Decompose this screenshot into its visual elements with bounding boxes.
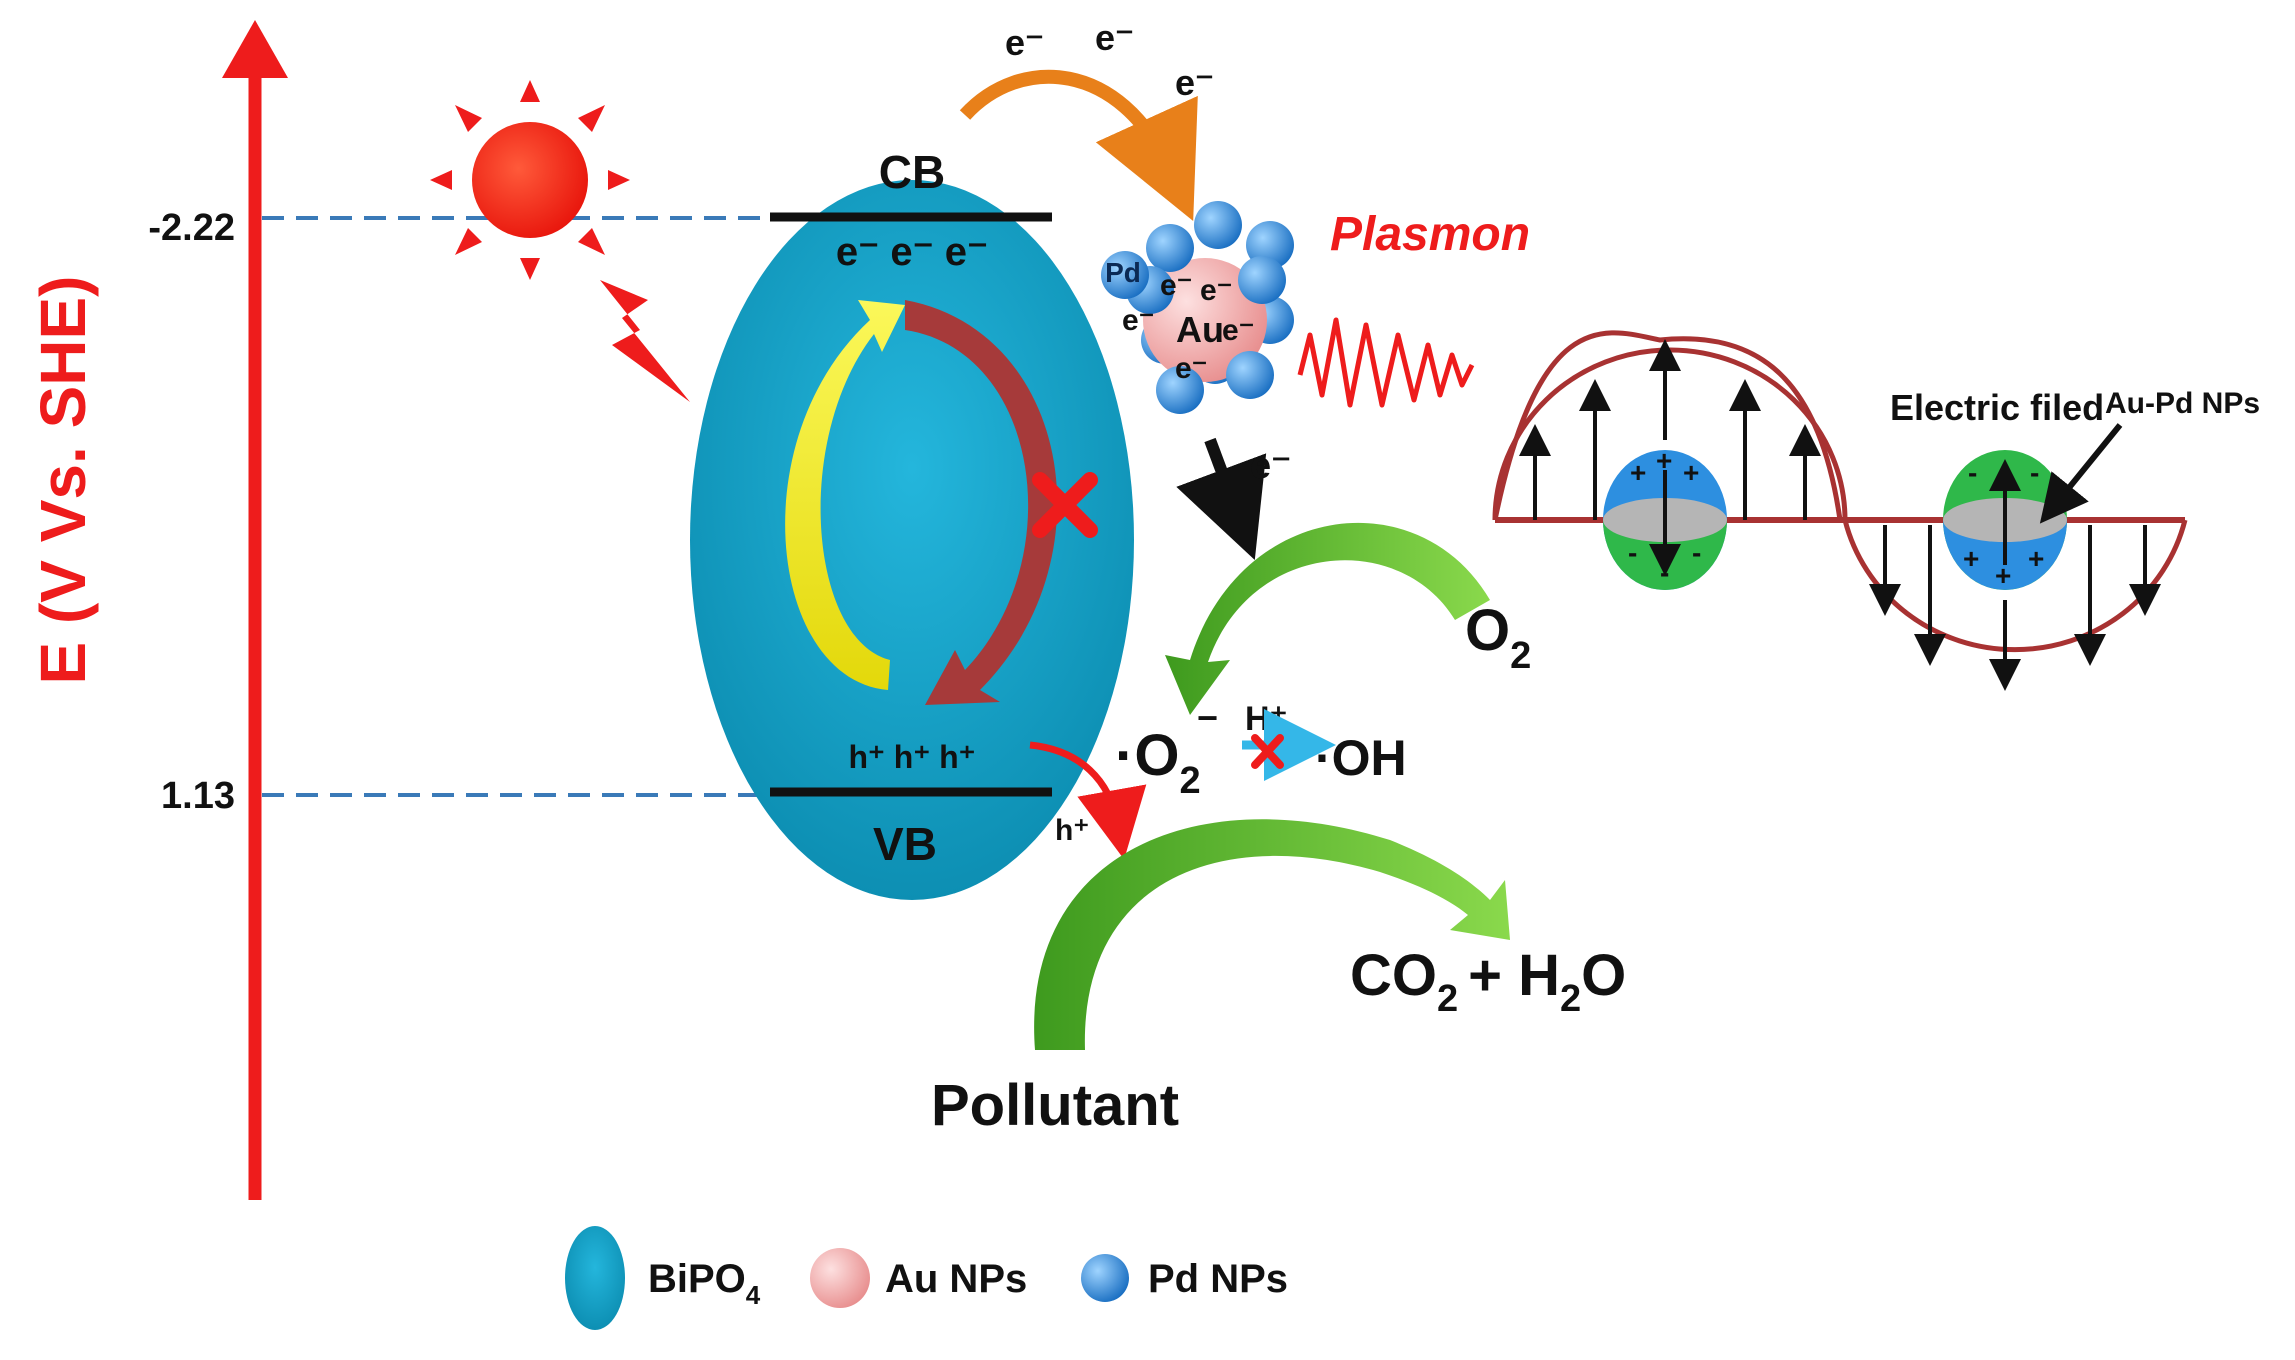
- sun-icon: [430, 80, 630, 280]
- np-electron-5: e⁻: [1175, 352, 1208, 385]
- superoxide-sub: 2: [1179, 760, 1200, 802]
- superoxide-sup: −: [1197, 697, 1218, 738]
- right-minus-1: -: [1968, 457, 1977, 488]
- plasmon-wave-icon: [1297, 317, 1475, 408]
- electron-down-arrow: [1176, 437, 1267, 560]
- products-h-sub: 2: [1560, 978, 1581, 1020]
- o2-reduction-arrow: [1165, 522, 1490, 715]
- axis-tick-bottom: 1.13: [161, 775, 235, 817]
- legend-bipo4-label: BiPO4: [648, 1257, 761, 1310]
- legend-pd-swatch: [1081, 1254, 1129, 1302]
- vb-label: VB: [873, 818, 937, 870]
- au-label: Au: [1176, 309, 1224, 350]
- top-electron-1: e⁻: [1005, 22, 1044, 63]
- products-label: CO2+ H2O: [1350, 943, 1626, 1020]
- orange-transfer-arrow: [959, 69, 1198, 221]
- products-o: O: [1581, 943, 1626, 1008]
- left-plus-2: +: [1656, 445, 1672, 476]
- legend-au-swatch: [810, 1248, 870, 1308]
- electric-field-label: Electric filed: [1890, 387, 2104, 428]
- top-electron-2: e⁻: [1095, 17, 1134, 58]
- svg-text:O2: O2: [1465, 598, 1531, 677]
- superoxide-text: ·O: [1115, 723, 1179, 788]
- excitation-arrow: [785, 300, 905, 690]
- hole-transfer-label: h⁺: [1055, 814, 1089, 847]
- electric-field-diagram: + + + - - - - - + + + Electric filed Au-…: [1492, 330, 2260, 691]
- energy-axis: E (V Vs. SHE) -2.22 1.13: [27, 20, 775, 1200]
- o2-species: O2: [1465, 598, 1531, 677]
- products-co-sub: 2: [1437, 978, 1458, 1020]
- h-plus-label: H⁺: [1245, 700, 1288, 738]
- degradation-arrow: [1034, 819, 1510, 1050]
- o2-text: O: [1465, 598, 1510, 663]
- left-minus-2: -: [1660, 557, 1669, 588]
- left-minus-1: -: [1628, 537, 1637, 568]
- lightning-icon: [600, 280, 690, 402]
- np-electron-3: e⁻: [1122, 304, 1155, 337]
- nanoparticle-left: + + + - - -: [1603, 445, 1727, 590]
- svg-text:CO2+ H2O: CO2+ H2O: [1350, 943, 1626, 1020]
- legend-au-label: Au NPs: [885, 1257, 1027, 1301]
- right-plus-2: +: [1995, 560, 2011, 591]
- svg-text:·O2: ·O2: [1115, 723, 1201, 802]
- axis-tick-top: -2.22: [148, 207, 235, 249]
- products-co: CO: [1350, 943, 1437, 1008]
- nanoparticle-right: - - + + +: [1943, 450, 2067, 591]
- o2-sub: 2: [1510, 635, 1531, 677]
- np-pointer-arrow: [2039, 423, 2123, 524]
- hydroxyl-label: ·OH: [1315, 730, 1407, 786]
- vb-holes: h⁺ h⁺ h⁺: [848, 739, 975, 775]
- hole-transfer-arrow: [1029, 741, 1147, 860]
- cb-electrons: e⁻ e⁻ e⁻: [836, 230, 988, 274]
- bipo4-semiconductor: CB VB e⁻ e⁻ e⁻ h⁺ h⁺ h⁺: [690, 146, 1134, 900]
- cb-label: CB: [879, 146, 945, 198]
- au-pd-nps-label: Au-Pd NPs: [2105, 387, 2260, 420]
- left-plus-1: +: [1630, 457, 1646, 488]
- legend-bipo4-swatch: [565, 1226, 625, 1330]
- right-minus-2: -: [2030, 457, 2039, 488]
- right-plus-1: +: [1963, 543, 1979, 574]
- recombination-arrow: [905, 300, 1058, 705]
- top-electron-3: e⁻: [1175, 62, 1214, 103]
- left-plus-3: +: [1683, 457, 1699, 488]
- pollutant-label: Pollutant: [931, 1073, 1179, 1138]
- np-electron-1: e⁻: [1160, 269, 1193, 302]
- legend: BiPO4 Au NPs Pd NPs: [565, 1226, 1288, 1330]
- pd-label: Pd: [1105, 257, 1141, 288]
- superoxide-species: ·O2 −: [1115, 697, 1218, 802]
- axis-arrowhead-icon: [222, 20, 288, 78]
- blocked-conversion-icon: [1251, 734, 1284, 769]
- electron-flow-top: e⁻ e⁻ e⁻: [959, 17, 1214, 221]
- plasmon-label: Plasmon: [1330, 208, 1530, 261]
- au-pd-nanoparticle: Pd Au e⁻ e⁻ e⁻ e⁻ e⁻: [1101, 201, 1294, 414]
- np-electron-2: e⁻: [1200, 274, 1233, 307]
- right-plus-3: +: [2028, 543, 2044, 574]
- left-minus-3: -: [1692, 537, 1701, 568]
- blocked-recombination-icon: [1032, 472, 1098, 538]
- axis-label: E (V Vs. SHE): [27, 276, 99, 685]
- legend-pd-label: Pd NPs: [1148, 1257, 1288, 1301]
- np-electron-4: e⁻: [1222, 314, 1255, 347]
- products-plus-h: + H: [1468, 943, 1560, 1008]
- electron-transfer-label: e⁻: [1250, 445, 1291, 487]
